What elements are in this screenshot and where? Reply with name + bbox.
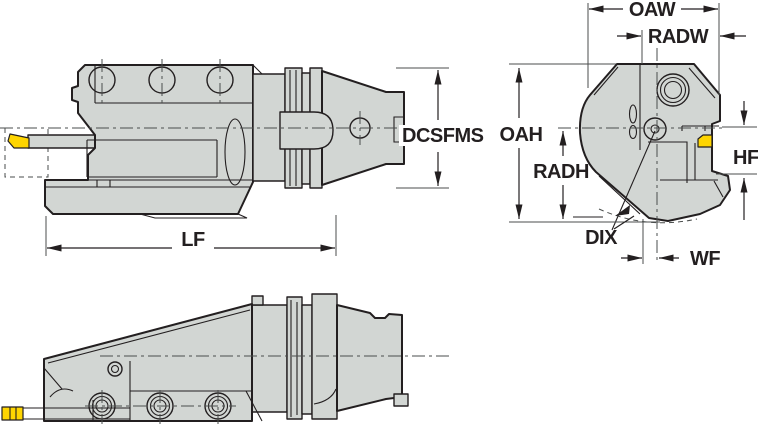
neck-step — [251, 295, 264, 306]
center-hole — [643, 117, 667, 141]
dim-label-dix: DIX — [585, 227, 618, 249]
dim-label-oah: OAH — [500, 124, 543, 146]
coolant-slot — [628, 124, 638, 140]
flange-ring — [286, 296, 303, 420]
dim-label-lf: LF — [181, 229, 205, 251]
coolant-slot — [628, 104, 638, 124]
dim-label-hf: HF — [733, 147, 758, 169]
front-view: OAW RADW OAH RADH HF — [500, 0, 758, 270]
dim-radh: RADH — [533, 131, 589, 219]
dim-wf: WF — [621, 219, 721, 270]
clamp-screw-center — [663, 80, 683, 100]
screw-centerlines — [85, 390, 236, 424]
dix-arrowhead — [615, 205, 630, 216]
dim-label-oaw: OAW — [629, 0, 676, 21]
bottom-view — [1, 293, 452, 424]
body-detail-lines — [45, 65, 253, 219]
dim-hf: HF — [716, 101, 758, 220]
ring-detail — [290, 300, 337, 417]
dim-dcsfms: DCSFMS — [396, 67, 484, 189]
taper-shank — [336, 304, 403, 412]
side-view: DCSFMS LF — [0, 59, 484, 256]
cutting-insert-front — [697, 134, 713, 148]
shank-end-stub — [393, 393, 409, 407]
dim-oaw: OAW — [587, 0, 720, 95]
coupling-neck — [251, 304, 288, 413]
dim-label-radh: RADH — [533, 161, 589, 183]
slot-end-oval — [224, 118, 246, 186]
flange-groove — [301, 304, 313, 415]
pilot-hole — [107, 361, 123, 377]
dim-label-wf: WF — [690, 248, 720, 270]
dim-lf: LF — [45, 215, 337, 256]
center-hole-inner — [650, 124, 660, 134]
insert-segments — [9, 407, 17, 420]
gripper-tab — [279, 111, 334, 150]
dim-label-dcsfms: DCSFMS — [402, 125, 484, 147]
cutting-insert-side — [7, 133, 30, 149]
body-detail-lines — [23, 309, 263, 422]
pilot-hole-inner — [110, 364, 120, 374]
dim-dix: DIX — [573, 205, 698, 249]
dim-radw: RADW — [617, 26, 746, 64]
dim-oah: OAH — [500, 63, 660, 223]
screw-centerlines — [101, 59, 221, 104]
clamp-screw-ring — [659, 76, 687, 104]
tool-body-outline — [43, 303, 253, 422]
neck-chamfer — [252, 64, 263, 75]
dim-label-radw: RADW — [648, 26, 709, 48]
cutting-insert-bottom — [1, 406, 24, 421]
